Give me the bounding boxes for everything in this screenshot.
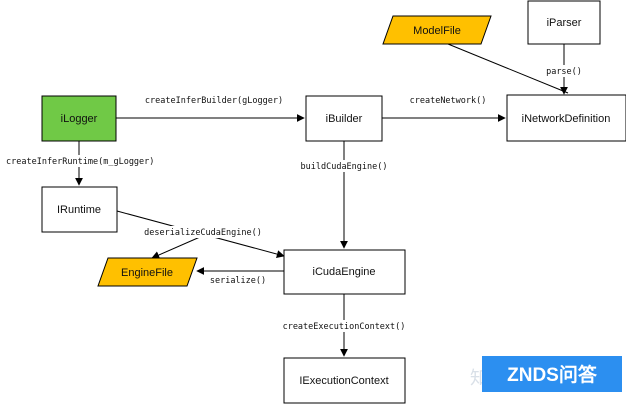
watermark-logo-text: ZNDS问答	[507, 363, 598, 386]
edge-engine-to-enginefile: serialize()	[196, 267, 284, 286]
node-inetworkdefinition: iNetworkDefinition	[506, 94, 626, 142]
svg-text:iParser: iParser	[547, 17, 582, 29]
node-icudaengine: iCudaEngine	[283, 249, 406, 295]
node-iexecutioncontext: IExecutionContext	[283, 357, 406, 404]
edge-label-create-infer-builder: createInferBuilder(gLogger)	[145, 96, 283, 106]
edge-deserialize-to-enginefile: deserializeCudaEngine()	[144, 226, 262, 259]
watermark-logo-background	[482, 356, 622, 392]
edge-label-parse: parse()	[546, 67, 582, 77]
node-ibuilder: iBuilder	[305, 95, 383, 142]
svg-text:iCudaEngine: iCudaEngine	[313, 266, 376, 278]
svg-text:iLogger: iLogger	[61, 113, 98, 125]
edge-builder-to-engine: buildCudaEngine()	[299, 141, 389, 249]
edge-label-create-execution-context: createExecutionContext()	[283, 322, 406, 332]
node-ilogger: iLogger	[41, 95, 117, 142]
watermark: 知 ZNDS问答	[470, 356, 622, 392]
svg-text:ModelFile: ModelFile	[413, 25, 461, 37]
edge-builder-to-network: createNetwork()	[382, 96, 506, 122]
edge-label-deserialize-cuda-engine: deserializeCudaEngine()	[144, 228, 262, 238]
edge-label-create-infer-runtime: createInferRuntime(m_gLogger)	[6, 157, 154, 167]
svg-text:IRuntime: IRuntime	[57, 204, 101, 216]
node-iparser: iParser	[527, 0, 601, 45]
svg-text:iNetworkDefinition: iNetworkDefinition	[522, 113, 611, 125]
node-enginefile: EngineFile	[97, 257, 198, 287]
svg-text:EngineFile: EngineFile	[121, 267, 173, 279]
edge-logger-to-runtime: createInferRuntime(m_gLogger)	[5, 141, 154, 186]
svg-text:iBuilder: iBuilder	[326, 113, 363, 125]
edge-label-create-network: createNetwork()	[410, 96, 487, 106]
edge-modelfile-to-network	[447, 43, 569, 94]
node-iruntime: IRuntime	[41, 186, 118, 233]
svg-text:IExecutionContext: IExecutionContext	[299, 375, 388, 387]
edge-label-serialize: serialize()	[210, 276, 266, 286]
edge-engine-to-execution: createExecutionContext()	[283, 294, 406, 357]
node-modelfile: ModelFile	[382, 15, 492, 45]
edge-logger-to-builder: createInferBuilder(gLogger)	[116, 96, 305, 122]
edge-parser-to-network: parse()	[544, 44, 584, 95]
edge-label-build-cuda-engine: buildCudaEngine()	[301, 162, 388, 172]
